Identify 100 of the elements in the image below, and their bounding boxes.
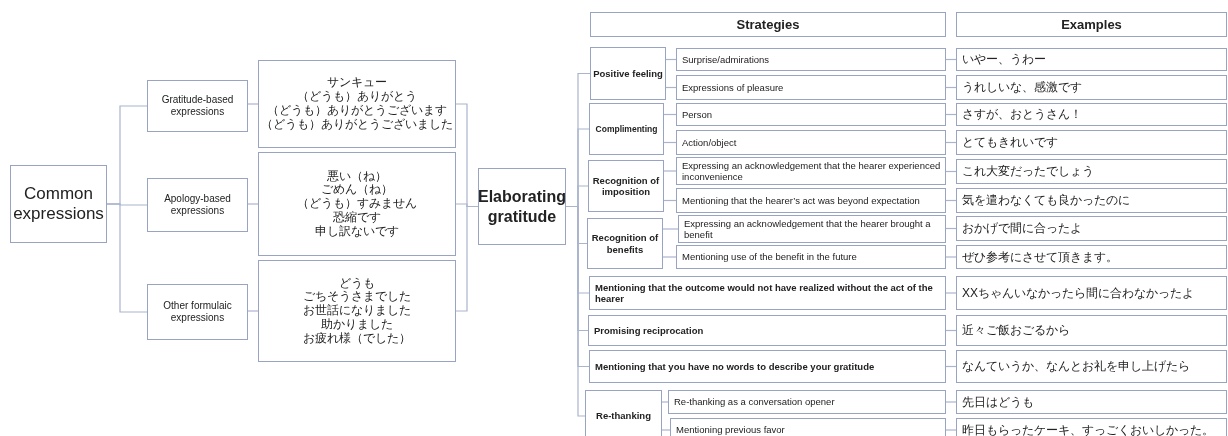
box-text: XXちゃんいなかったら間に合わなかったよ <box>962 285 1194 301</box>
box-text: 近々ご飯おごるから <box>962 323 1070 338</box>
box-text: これ大変だったでしょう <box>962 164 1094 179</box>
strategy-box <box>668 390 946 414</box>
category-box <box>590 47 666 100</box>
box-text: Mentioning that you have no words to describe your gratitude <box>595 360 875 373</box>
box-text: Other formulaic expressions <box>162 300 233 324</box>
box-text: Expressions of pleasure <box>682 81 784 94</box>
example-box <box>956 350 1227 383</box>
box-text: Promising reciprocation <box>594 324 704 337</box>
root-box <box>478 168 566 245</box>
box-text: Strategies <box>736 16 800 33</box>
box-text: さすが、おとうさん！ <box>962 107 1082 122</box>
strategy-box <box>676 130 946 155</box>
box-text: ごちそうさまでした <box>303 290 411 304</box>
example-list-box <box>258 152 456 256</box>
box-text: Recognition of benefits <box>590 232 660 255</box>
connector-line <box>565 205 586 417</box>
root-box <box>10 165 107 243</box>
box-text: Person <box>682 108 713 121</box>
connector-line <box>247 310 259 312</box>
strategy-box <box>676 245 946 269</box>
strategy-box <box>678 215 946 243</box>
column-header <box>956 12 1227 37</box>
box-text: Mentioning previous favor <box>676 424 785 436</box>
box-text: お世話になりました <box>303 304 411 318</box>
box-text: なんていうか、なんとお礼を申し上げたら <box>962 359 1190 374</box>
example-box <box>956 188 1227 213</box>
box-text: Positive feeling <box>593 67 663 80</box>
box-text: おかげで間に合ったよ <box>962 221 1082 236</box>
box-text: Recognition of imposition <box>591 174 661 198</box>
category-box <box>589 103 664 155</box>
example-box <box>956 418 1227 436</box>
connector-line <box>945 292 957 294</box>
category-box <box>585 390 662 436</box>
connector-line <box>662 228 679 230</box>
category-box <box>147 80 248 132</box>
example-box <box>956 75 1227 100</box>
box-text: Re-thanking as a conversation opener <box>674 396 835 408</box>
box-text: （どうも）ありがとう <box>297 90 417 104</box>
example-box <box>956 276 1227 310</box>
example-box <box>956 48 1227 71</box>
box-text: Gratitude-based expressions <box>160 94 235 118</box>
box-text: どうも <box>339 276 375 291</box>
connector-line <box>106 203 148 313</box>
box-text: 昨日もらったケーキ、すっごくおいしかった。 <box>962 422 1214 436</box>
box-text: （どうも）すみません <box>297 197 417 211</box>
box-text: Elaborating gratitude <box>478 187 566 226</box>
connector-line <box>662 256 677 258</box>
connector-line <box>945 401 957 403</box>
category-box <box>588 160 664 212</box>
category-box <box>147 284 248 340</box>
example-list-box <box>258 60 456 148</box>
box-text: Complimenting <box>595 123 658 135</box>
box-text: （どうも）ありがとうございました <box>261 117 453 132</box>
connector-line <box>661 401 669 403</box>
strategy-box <box>676 103 946 126</box>
box-text: いやー、うわー <box>962 52 1046 67</box>
strategy-box <box>676 188 946 213</box>
example-box <box>956 315 1227 346</box>
box-text: （どうも）ありがとうございます <box>267 104 447 118</box>
connector-line <box>247 203 259 205</box>
box-text: Mentioning that the hearer’s act was beyond expectation <box>682 194 920 207</box>
strategy-box <box>588 315 946 346</box>
box-text: 申し訳ないです <box>315 224 399 239</box>
strategy-box <box>589 276 946 310</box>
box-text: Mentioning that the outcome would not have realized without the act of the hearer <box>595 281 934 305</box>
connector-line <box>945 429 957 431</box>
box-text: Mentioning use of the benefit in the future <box>682 251 857 263</box>
box-text: ごめん（ね） <box>321 183 393 198</box>
box-text: サンキュー <box>327 76 387 91</box>
category-box <box>147 178 248 232</box>
box-text: 悪い（ね） <box>327 169 387 184</box>
box-text: ぜひ参考にさせて頂きます。 <box>962 249 1118 265</box>
box-text: Surprise/admirations <box>682 53 770 66</box>
connector-line <box>945 256 957 258</box>
example-box <box>956 130 1227 155</box>
box-text: 先日はどうも <box>962 394 1034 410</box>
example-list-box <box>258 260 456 362</box>
strategy-box <box>676 75 946 100</box>
box-text: とてもきれいです <box>962 135 1058 150</box>
example-box <box>956 216 1227 241</box>
box-text: Action/object <box>682 136 737 149</box>
box-text: Common expressions <box>12 183 105 225</box>
box-text: 助かりました <box>321 317 393 332</box>
box-text: うれしいな、感激です <box>962 80 1082 95</box>
box-text: Expressing an acknowledgement that the hearer experienced inconvenience <box>682 159 942 183</box>
example-box <box>956 103 1227 126</box>
box-text: お疲れ様（でした） <box>303 331 411 346</box>
box-text: Apology-based expressions <box>163 193 232 217</box>
box-text: Expressing an acknowledgement that the hearer brought a benefit <box>684 217 932 241</box>
connector-line <box>247 103 259 105</box>
box-text: Examples <box>1061 16 1122 33</box>
connector-line <box>663 170 677 172</box>
connector-line <box>661 429 671 431</box>
box-text: Re-thanking <box>596 410 651 422</box>
example-box <box>956 390 1227 414</box>
box-text: 恐縮です <box>333 210 381 225</box>
example-box <box>956 159 1227 184</box>
category-box <box>587 218 663 269</box>
